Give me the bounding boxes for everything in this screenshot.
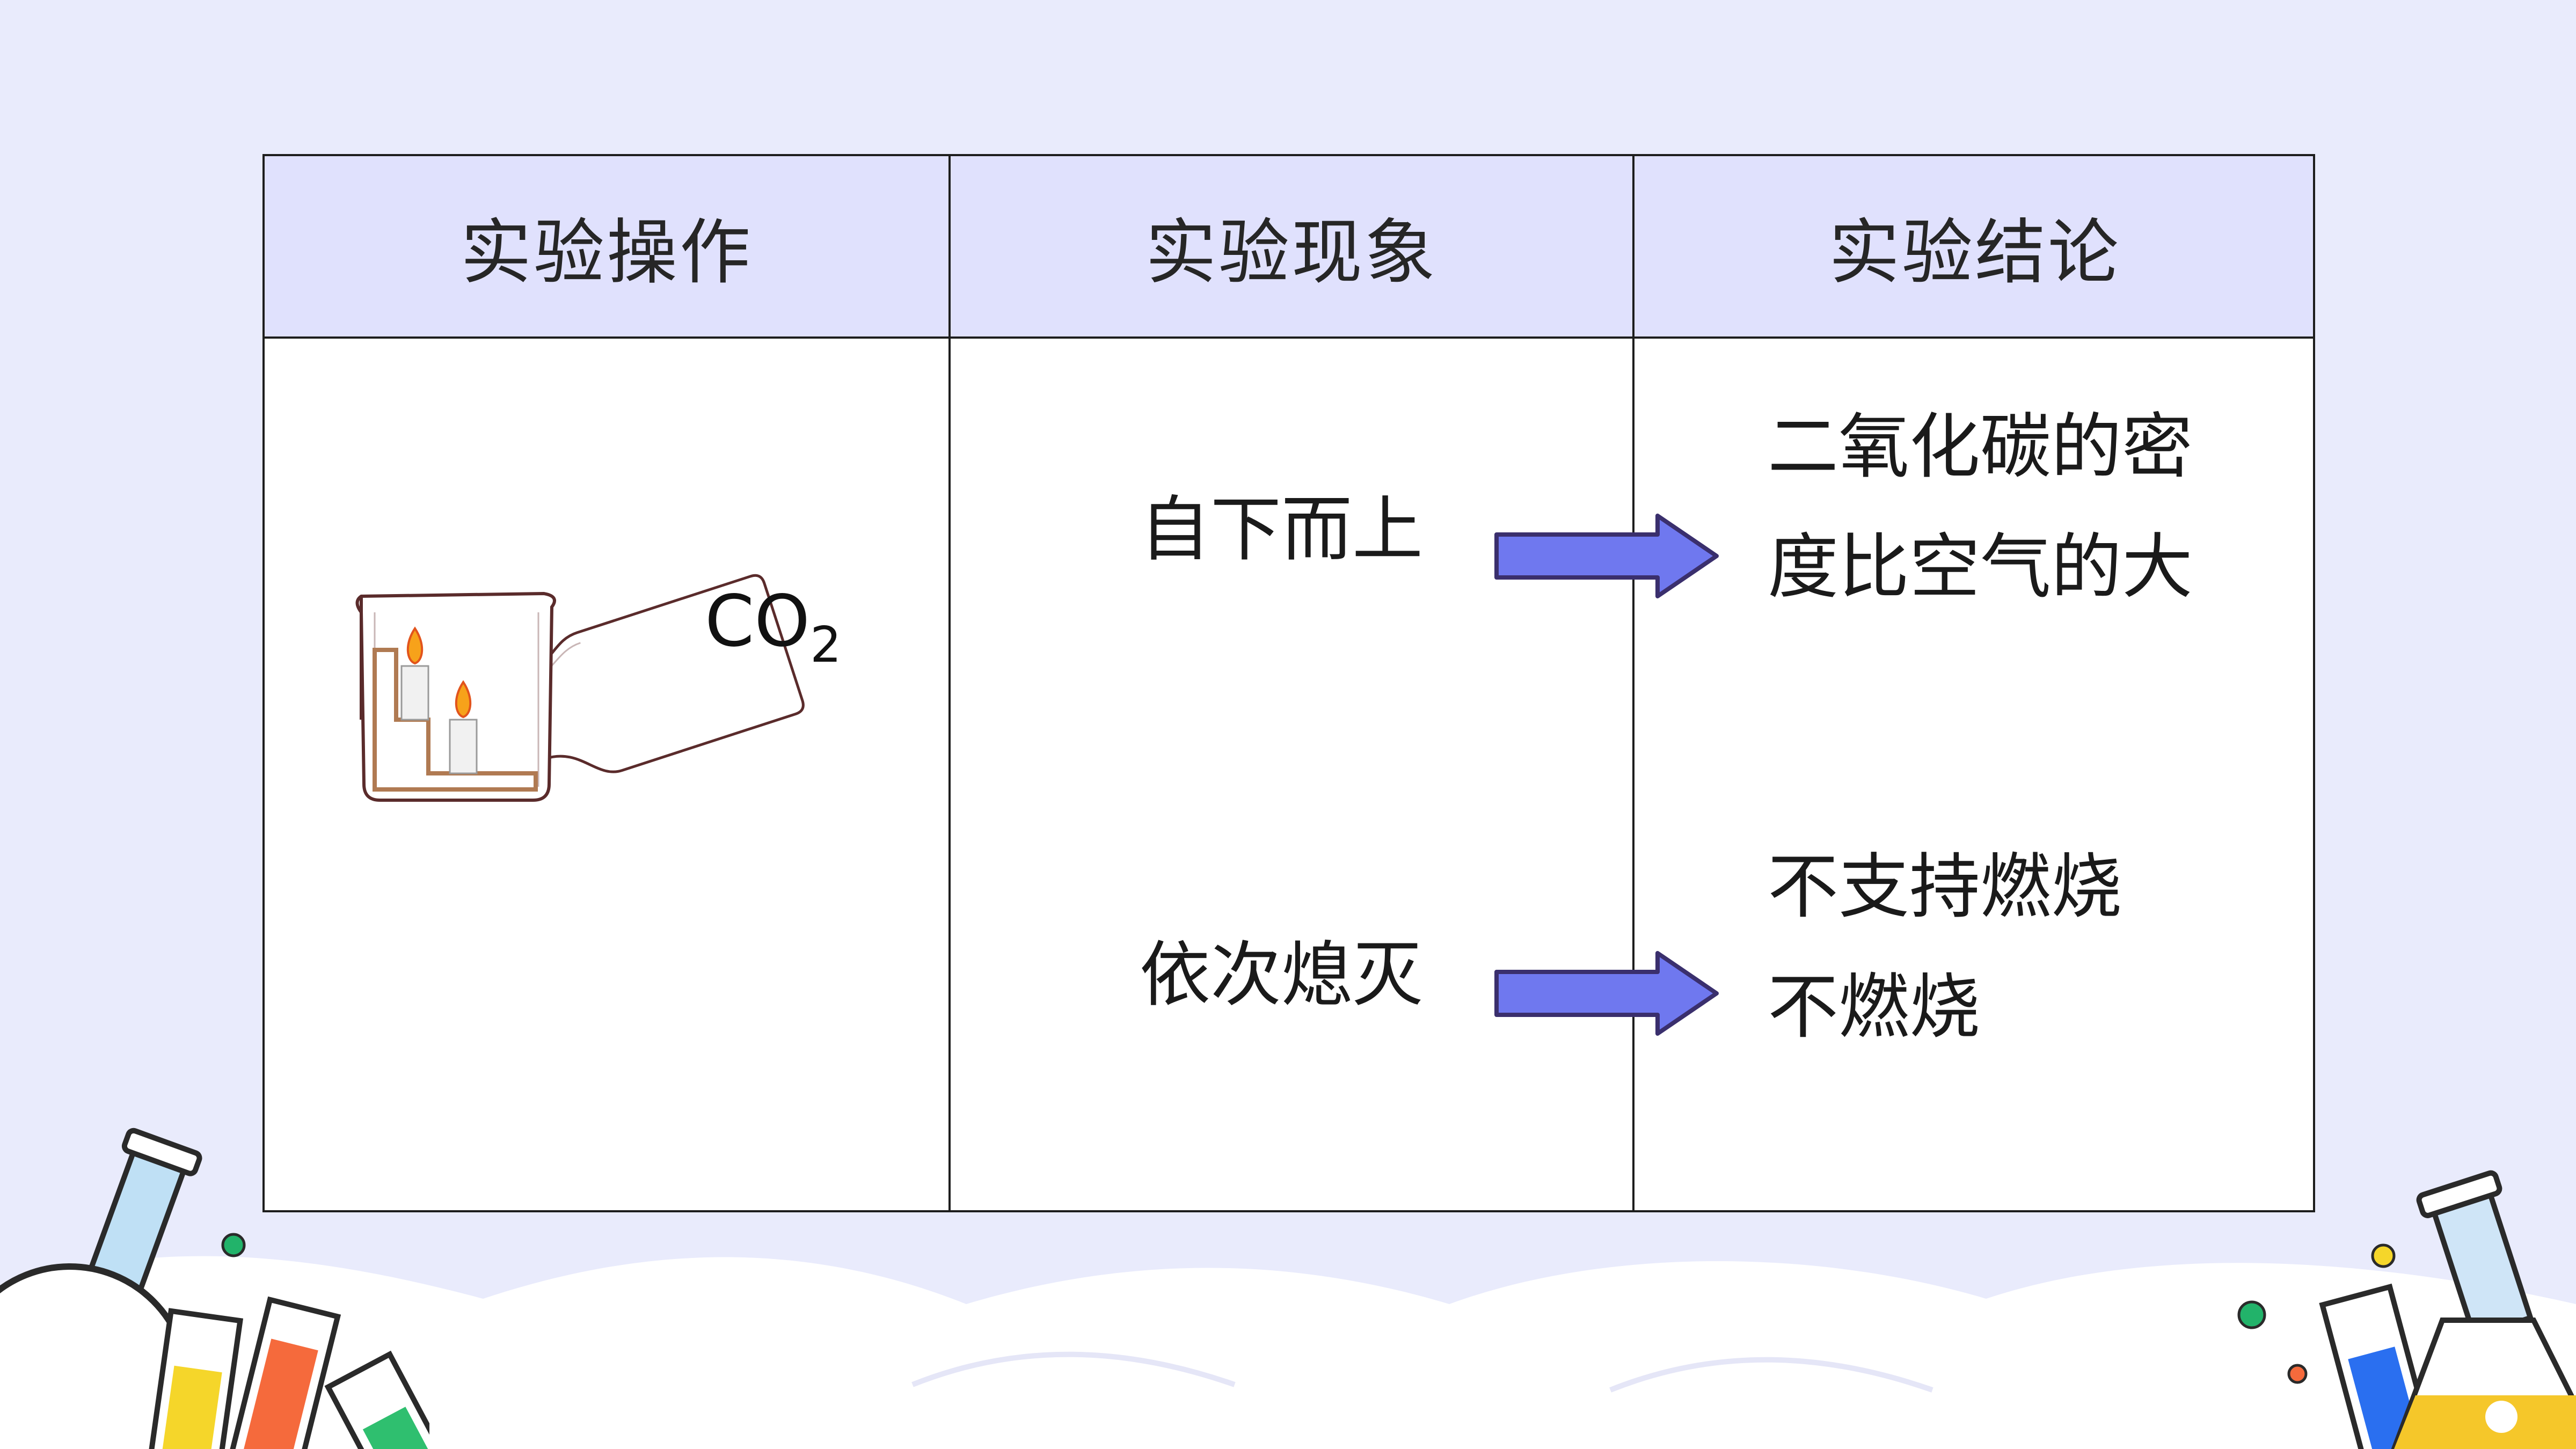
arrow-right-icon (1494, 951, 1719, 1036)
conclusion-row1-line1: 二氧化碳的密 (1768, 406, 2193, 488)
table-header-row (265, 156, 2313, 339)
header-operation: 实验操作 (461, 211, 753, 294)
column-divider (1632, 156, 1634, 1210)
experiment-table: 实验操作 实验现象 实验结论 (262, 154, 2315, 1212)
flask-decoration-right (2237, 1170, 2576, 1449)
conclusion-row2-line1: 不支持燃烧 (1768, 846, 2122, 928)
header-conclusion: 实验结论 (1829, 211, 2121, 294)
co2-label: CO2 (705, 580, 842, 674)
column-divider (948, 156, 951, 1210)
flask-decoration-left (0, 1128, 429, 1449)
experiment-illustration (355, 574, 805, 802)
beaker (355, 591, 556, 802)
cloud-decoration (0, 1256, 2576, 1449)
conclusion-row1-line2: 度比空气的大 (1768, 526, 2193, 609)
phenomenon-row2: 依次熄灭 (1140, 934, 1423, 1016)
header-phenomenon: 实验现象 (1145, 211, 1437, 294)
conclusion-row2-line2: 不燃烧 (1768, 966, 1980, 1049)
arrow-right-icon (1494, 514, 1719, 598)
phenomenon-row1: 自下而上 (1140, 488, 1423, 571)
